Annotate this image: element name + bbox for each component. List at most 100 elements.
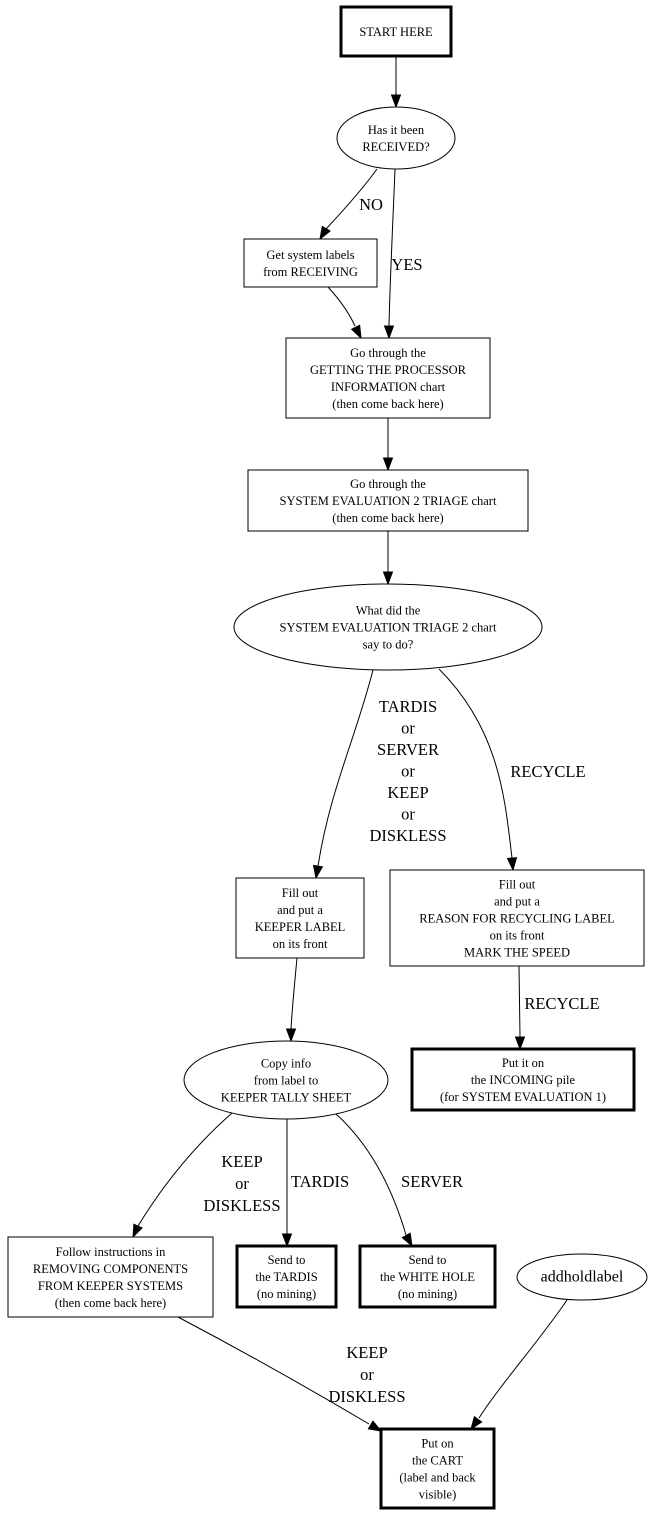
arrowhead-icon [319, 225, 331, 241]
node-text-line: visible) [419, 1488, 457, 1502]
node-text-line: SYSTEM EVALUATION 2 TRIAGE chart [280, 494, 497, 508]
edge-label-line: DISKLESS [203, 1196, 280, 1215]
node-cart: Put on the CART (label and back visible) [379, 1427, 496, 1510]
arrowhead-icon [132, 1223, 143, 1239]
edge-line [478, 1299, 568, 1419]
node-text-line: Get system labels [266, 248, 354, 262]
edge-line [325, 168, 378, 230]
edge-received-to-get-labels [319, 168, 378, 241]
edge-addholdlabel-to-cart [470, 1299, 568, 1431]
node-box [389, 869, 645, 967]
edges-layer [132, 56, 568, 1432]
edge-label: NO [359, 195, 383, 214]
node-text-line: and put a [494, 895, 540, 909]
node-text-line: on its front [273, 937, 328, 951]
edge-line [137, 1112, 233, 1227]
edge-line [290, 957, 298, 1030]
node-text-line: (no mining) [257, 1287, 316, 1301]
node-text-line: START HERE [359, 25, 433, 39]
node-text-line: Send to [268, 1253, 306, 1267]
node-box [247, 469, 529, 532]
arrowhead-icon [401, 1232, 413, 1248]
edge-label-line: KEEP [387, 783, 428, 802]
edge-line [518, 965, 521, 1038]
edge-label-line: or [401, 719, 415, 738]
node-text-line: (then come back here) [55, 1296, 166, 1310]
edge-label-line: NO [359, 195, 383, 214]
arrowhead-icon [514, 1036, 526, 1051]
edge-line [327, 286, 356, 327]
arrowhead-icon [285, 1028, 297, 1043]
node-box [410, 1047, 636, 1112]
node-text-line: Go through the [350, 477, 426, 491]
edge-line [388, 168, 396, 327]
node-text-line: (no mining) [398, 1287, 457, 1301]
arrowhead-icon [382, 457, 394, 472]
node-box [358, 1244, 497, 1309]
node-text-line: What did the [356, 604, 421, 618]
edge-start-to-received [390, 56, 402, 109]
edge-label-line: YES [391, 255, 422, 274]
arrowhead-icon [506, 857, 518, 872]
edge-label: RECYCLE [524, 994, 599, 1013]
arrowhead-icon [350, 324, 362, 340]
node-text-line: (label and back [399, 1471, 476, 1485]
node-ellipse [336, 106, 456, 170]
edge-label-line: or [401, 805, 415, 824]
node-text-line: KEEPER TALLY SHEET [221, 1091, 352, 1105]
node-box [235, 877, 365, 959]
arrowhead-icon [281, 1233, 293, 1248]
node-keeper-label: Fill out and put a KEEPER LABEL on its fron… [235, 877, 365, 959]
edge-label-line: KEEP [221, 1152, 262, 1171]
node-box [243, 238, 378, 288]
edge-follow-to-cart [177, 1316, 383, 1432]
edge-label-line: TARDIS [291, 1172, 349, 1191]
edge-label: YES [391, 255, 422, 274]
node-text-line: the CART [412, 1454, 463, 1468]
edge-line [317, 669, 374, 867]
node-text-line: FROM KEEPER SYSTEMS [38, 1279, 183, 1293]
edge-get-labels-to-processor [327, 286, 362, 340]
edge-label-line: RECYCLE [524, 994, 599, 1013]
edge-label-line: or [360, 1365, 374, 1384]
node-text-line: Fill out [499, 878, 536, 892]
node-text-line: KEEPER LABEL [255, 920, 346, 934]
edge-what-did-to-keeper-label [312, 669, 374, 880]
edge-label: TARDIS [291, 1172, 349, 1191]
edge-label-line: TARDIS [379, 697, 437, 716]
node-text-line: and put a [277, 903, 323, 917]
node-text-line: Fill out [282, 886, 319, 900]
node-text-line: (then come back here) [332, 511, 443, 525]
arrowhead-icon [383, 325, 395, 340]
edge-keeper-label-to-copy-info [285, 957, 298, 1043]
node-ellipse [233, 583, 543, 671]
edge-copy-info-to-follow [132, 1112, 233, 1239]
node-text-line: SYSTEM EVALUATION TRIAGE 2 chart [280, 621, 497, 635]
edge-label: SERVER [401, 1172, 463, 1191]
edge-copy-info-to-white-hole [334, 1112, 413, 1248]
node-box [379, 1427, 496, 1510]
node-text-line: the INCOMING pile [471, 1073, 576, 1087]
edge-copy-info-to-tardis [281, 1119, 293, 1248]
node-text-line: the WHITE HOLE [380, 1270, 475, 1284]
edge-label-line: or [401, 762, 415, 781]
node-text-line: Put on [421, 1437, 454, 1451]
node-text-line: Copy info [261, 1057, 311, 1071]
node-text-line: say to do? [363, 638, 414, 652]
node-text-line: Put it on [502, 1056, 545, 1070]
node-text-line: Go through the [350, 346, 426, 360]
